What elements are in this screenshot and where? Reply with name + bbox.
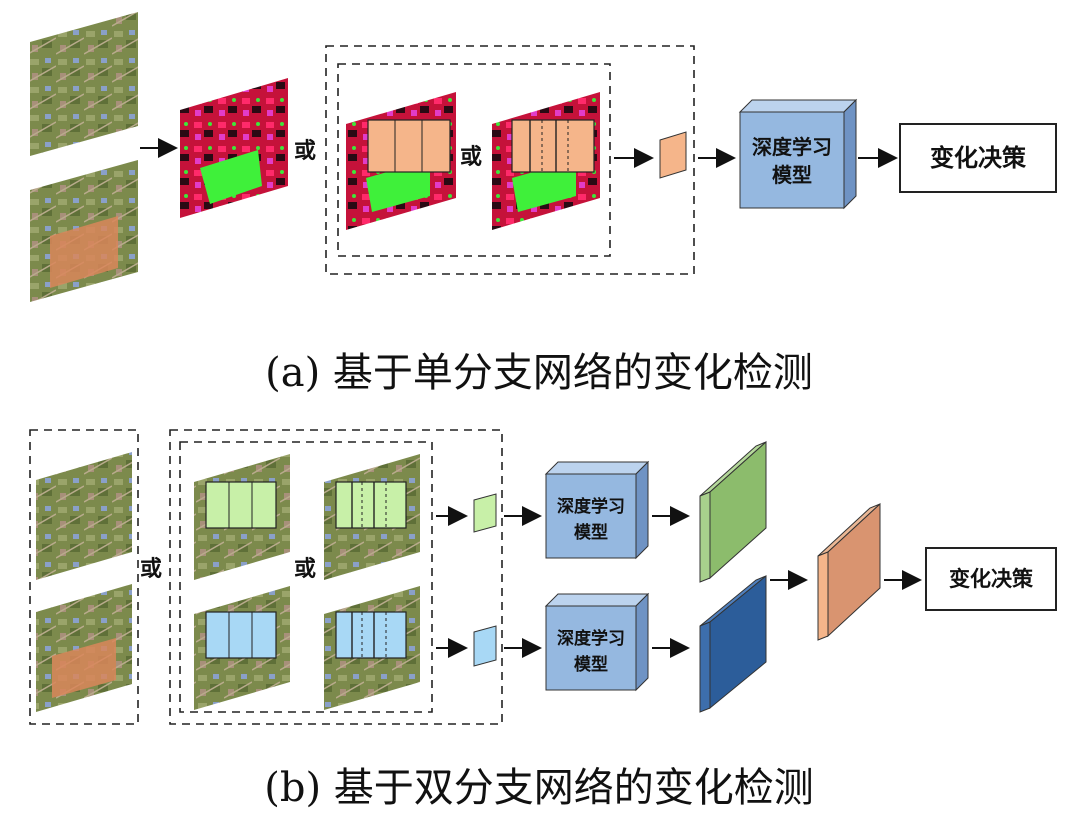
inner-dashed-box-a (337, 63, 611, 257)
feature-map-blue (699, 574, 767, 713)
patch-image-b-blue2 (324, 586, 420, 710)
patch-image-a1 (346, 92, 456, 230)
input-dashed-box-b (29, 429, 139, 725)
model-label-line2: 模型 (772, 163, 812, 187)
or-label-a2: 或 (460, 144, 482, 170)
model-label-line2: 模型 (574, 654, 608, 675)
or-label-b2: 或 (294, 556, 316, 582)
model-label-line1: 深度学习 (752, 135, 832, 159)
feature-map-green (699, 440, 767, 583)
satellite-image-t1 (30, 12, 138, 156)
inner-dashed-box-b (179, 441, 433, 713)
satellite-image-b-t1 (36, 452, 132, 580)
model-label-line2: 模型 (574, 522, 608, 543)
or-label-b1: 或 (140, 556, 162, 582)
change-decision-box-a: 变化决策 (899, 123, 1057, 193)
patch-green-b (473, 493, 497, 533)
patch-blue-b (473, 625, 497, 667)
patch-orange-a (659, 131, 687, 179)
difference-image (180, 78, 288, 218)
patch-image-b-blue1 (194, 586, 290, 710)
outer-dashed-box-b (169, 429, 503, 725)
model-label-line1: 深度学习 (557, 628, 625, 649)
caption-b: (b) 基于双分支网络的变化检测 (264, 765, 814, 811)
deep-learning-model-box-b1: 深度学习 模型 (544, 460, 650, 560)
change-decision-box-b: 变化决策 (925, 547, 1057, 611)
deep-learning-model-box-a: 深度学习 模型 (738, 98, 858, 210)
feature-map-fused (817, 502, 881, 641)
caption-a: (a) 基于单分支网络的变化检测 (265, 350, 813, 396)
model-label-line1: 深度学习 (557, 496, 625, 517)
outer-dashed-box-a (325, 45, 695, 275)
satellite-image-t2 (30, 160, 138, 302)
deep-learning-model-box-b2: 深度学习 模型 (544, 592, 650, 692)
or-label-a1: 或 (294, 138, 316, 164)
decision-label-b: 变化决策 (949, 567, 1034, 591)
satellite-image-b-t2 (36, 584, 132, 712)
patch-image-b-green1 (194, 454, 290, 580)
patch-image-a2 (492, 92, 600, 230)
decision-label-a: 变化决策 (930, 144, 1027, 172)
patch-image-b-green2 (324, 454, 420, 580)
